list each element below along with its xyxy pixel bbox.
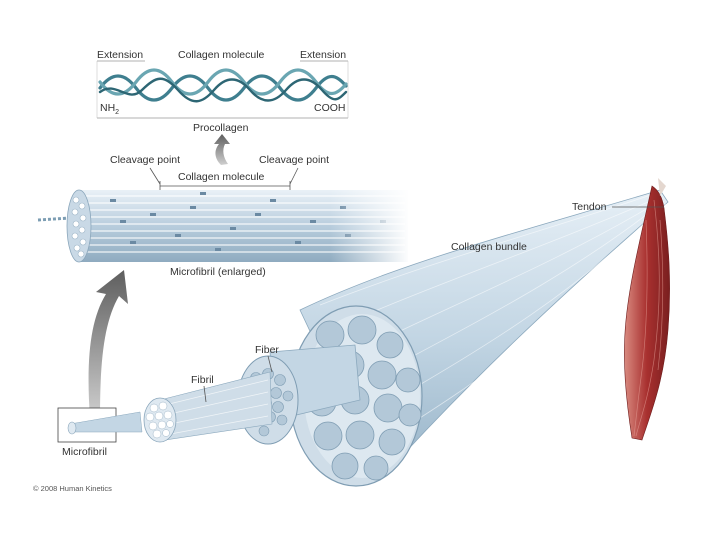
label-cleavage-point-right: Cleavage point xyxy=(259,154,330,166)
label-microfibril: Microfibril xyxy=(62,446,107,458)
label-collagen-molecule-top: Collagen molecule xyxy=(178,49,265,61)
fibril xyxy=(143,371,273,443)
label-cooh: COOH xyxy=(314,102,346,114)
procollagen-panel xyxy=(96,60,349,119)
label-extension-left: Extension xyxy=(97,49,144,61)
label-fibril: Fibril xyxy=(191,374,214,386)
copyright-notice: © 2008 Human Kinetics xyxy=(33,484,112,493)
label-procollagen: Procollagen xyxy=(193,122,249,134)
label-collagen-bundle: Collagen bundle xyxy=(451,241,527,253)
tendon-muscle xyxy=(624,178,670,441)
label-cleavage-point-left: Cleavage point xyxy=(110,154,181,166)
arrow-up-icon xyxy=(214,134,230,165)
label-nh: NH xyxy=(100,102,116,114)
cleavage-bracket xyxy=(149,167,299,191)
triple-helix xyxy=(98,68,348,103)
label-nh-subscript: 2 xyxy=(115,109,120,117)
label-nh2: NH2 xyxy=(100,102,119,119)
label-fiber: Fiber xyxy=(255,344,279,356)
label-tendon: Tendon xyxy=(572,201,607,213)
label-microfibril-enlarged: Microfibril (enlarged) xyxy=(170,266,266,278)
microfibril-box xyxy=(57,407,143,443)
label-collagen-molecule-mid: Collagen molecule xyxy=(178,171,265,183)
label-extension-right: Extension xyxy=(300,49,347,61)
arrow-up-large-icon xyxy=(88,270,128,418)
microfibril-enlarged xyxy=(37,188,410,264)
